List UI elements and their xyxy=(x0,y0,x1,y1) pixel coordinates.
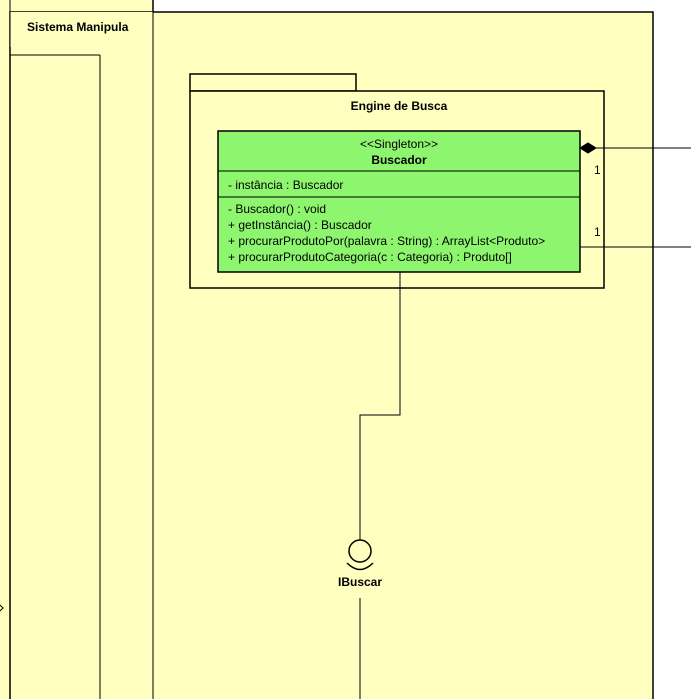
class-stereotype: <<Singleton>> xyxy=(360,137,438,151)
composition-multiplicity: 1 xyxy=(594,163,601,177)
class-buscador-box[interactable] xyxy=(217,130,581,273)
class-name: Buscador xyxy=(371,153,427,167)
left-arrow-mark xyxy=(0,604,4,612)
class-operation: + getInstância() : Buscador xyxy=(228,218,372,232)
association-multiplicity: 1 xyxy=(594,225,601,239)
inner-package-name: Engine de Busca xyxy=(351,99,448,113)
interface-socket-icon xyxy=(346,562,374,571)
composition-diamond-icon xyxy=(579,142,597,154)
class-operation: + procurarProdutoPor(palavra : String) :… xyxy=(228,234,545,248)
outer-package-name: Sistema Manipula xyxy=(27,20,129,34)
interface-connector-line[interactable] xyxy=(359,272,401,540)
inner-package-tab xyxy=(189,73,357,92)
class-attribute: - instância : Buscador xyxy=(228,178,343,192)
class-operation: + procurarProdutoCategoria(c : Categoria… xyxy=(228,250,512,264)
interface-name: IBuscar xyxy=(338,575,382,589)
class-operation: - Buscador() : void xyxy=(228,202,326,216)
outer-package-label-area xyxy=(10,12,153,47)
interface-ball-icon[interactable] xyxy=(348,539,372,563)
